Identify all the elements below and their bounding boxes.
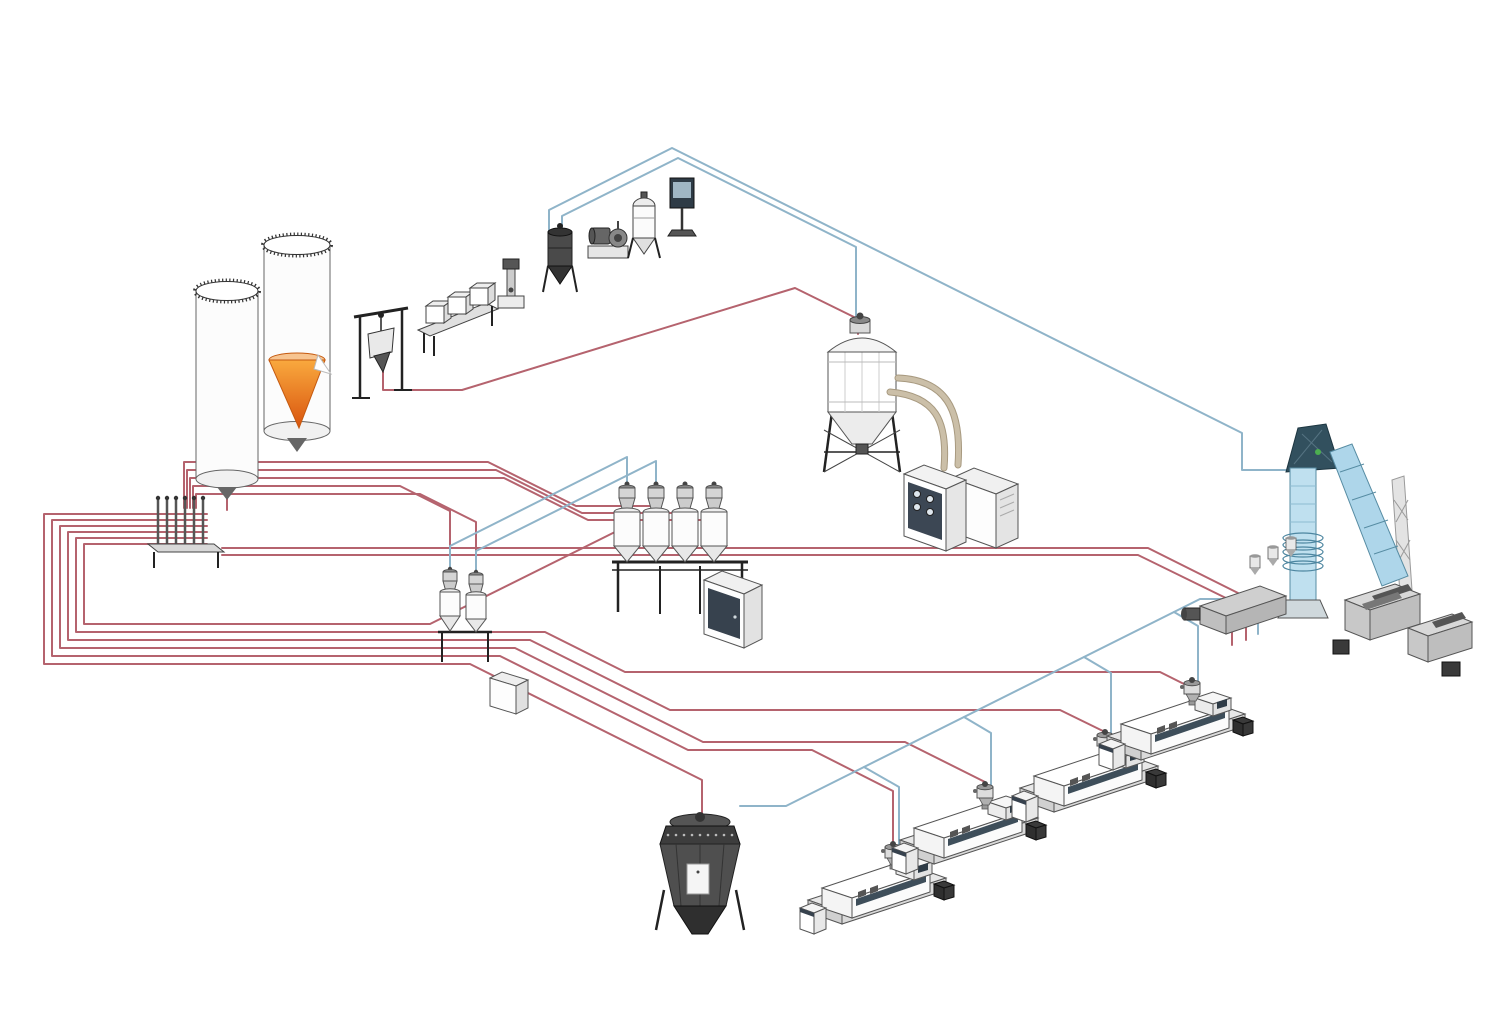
haul-off-duct bbox=[1329, 443, 1409, 587]
dust-filter: Central dust filter bbox=[627, 191, 661, 259]
vacuum-pipes-segment bbox=[475, 460, 657, 582]
material-pipes-segment bbox=[43, 513, 703, 819]
storage-silo-2: Storage silo with discharge cone bbox=[261, 232, 333, 452]
twin-hopper-a bbox=[439, 566, 461, 632]
bank-hopper-2 bbox=[641, 481, 671, 563]
vacuum-pipes-segment bbox=[963, 716, 992, 787]
vacuum-pipes-segment bbox=[548, 147, 1289, 471]
material-pipes-segment bbox=[75, 537, 1193, 689]
control-panel-stand: System control panel bbox=[667, 177, 697, 237]
material-pipes-segment bbox=[51, 519, 894, 850]
cabinet-door bbox=[708, 588, 740, 639]
vacuum-pump: Vacuum pump / blower bbox=[587, 221, 629, 259]
collapsing-frame bbox=[1285, 423, 1341, 473]
material-pipes-segment bbox=[195, 493, 477, 571]
drying-hopper-bank: Four-hopper drying bank bbox=[612, 481, 748, 614]
material-pipes-segment bbox=[67, 531, 1106, 737]
material-pipes-segment bbox=[83, 502, 628, 625]
bank-hopper-4 bbox=[699, 481, 729, 563]
injection-molding-machine-4: Injection molding machine 4 bbox=[1098, 676, 1254, 771]
dry-air-hose bbox=[895, 375, 962, 468]
drying-hopper-large: Insulated drying hopper bbox=[822, 312, 963, 473]
bank-hopper-3 bbox=[670, 481, 700, 563]
vacuum-pipes-segment bbox=[863, 766, 900, 846]
discharge-cone bbox=[268, 359, 326, 430]
big-bag-unloader: Big-bag unloading frame bbox=[352, 306, 412, 399]
indicator-light bbox=[1315, 449, 1321, 455]
tri-bin-station: Buffer bin station bbox=[416, 282, 500, 356]
film-extruders bbox=[1181, 585, 1288, 635]
bin-3 bbox=[468, 282, 497, 306]
vacuum-pipes-segment bbox=[739, 598, 1259, 807]
material-pipes-segment bbox=[192, 485, 451, 577]
vacuum-receiver: Vacuum hopper receiver bbox=[542, 223, 578, 293]
vacuum-pipes-segment bbox=[1173, 611, 1199, 685]
crystallizer-bin: Crystallizer / blender bin bbox=[654, 812, 746, 935]
bin-1 bbox=[424, 300, 453, 324]
vacuum-pipes-segment bbox=[1083, 656, 1112, 735]
extruder-loaders bbox=[1249, 536, 1297, 575]
return-air-hose bbox=[887, 389, 948, 471]
floor-box: Floor-standing control box bbox=[488, 671, 530, 715]
bank-hopper-1 bbox=[612, 481, 642, 563]
film-winders bbox=[1332, 583, 1474, 677]
coupling-station: Manual coupling / distribution station bbox=[146, 495, 226, 568]
twin-hopper-b bbox=[464, 569, 488, 633]
blown-film-line: Blown film extrusion line bbox=[1181, 423, 1474, 677]
panel-screen bbox=[673, 182, 691, 198]
vacuum-pipes-segment bbox=[449, 456, 628, 579]
material-pipes-segment bbox=[183, 461, 657, 509]
bin-2 bbox=[446, 291, 475, 315]
storage-silo-1: Storage silo bbox=[193, 278, 261, 500]
silo-outlet bbox=[217, 487, 237, 500]
access-panel bbox=[686, 863, 710, 895]
desiccant-dryer: Desiccant dryer unit bbox=[902, 464, 1020, 552]
hoist-pulley bbox=[378, 312, 384, 318]
feeder-unit: Dosing feeder bbox=[497, 258, 525, 309]
drying-bank-control: Drying bank control cabinet bbox=[702, 570, 764, 649]
twin-dosing-station: Twin receiver dosing station bbox=[438, 566, 492, 662]
material-pipes-segment bbox=[59, 525, 986, 789]
